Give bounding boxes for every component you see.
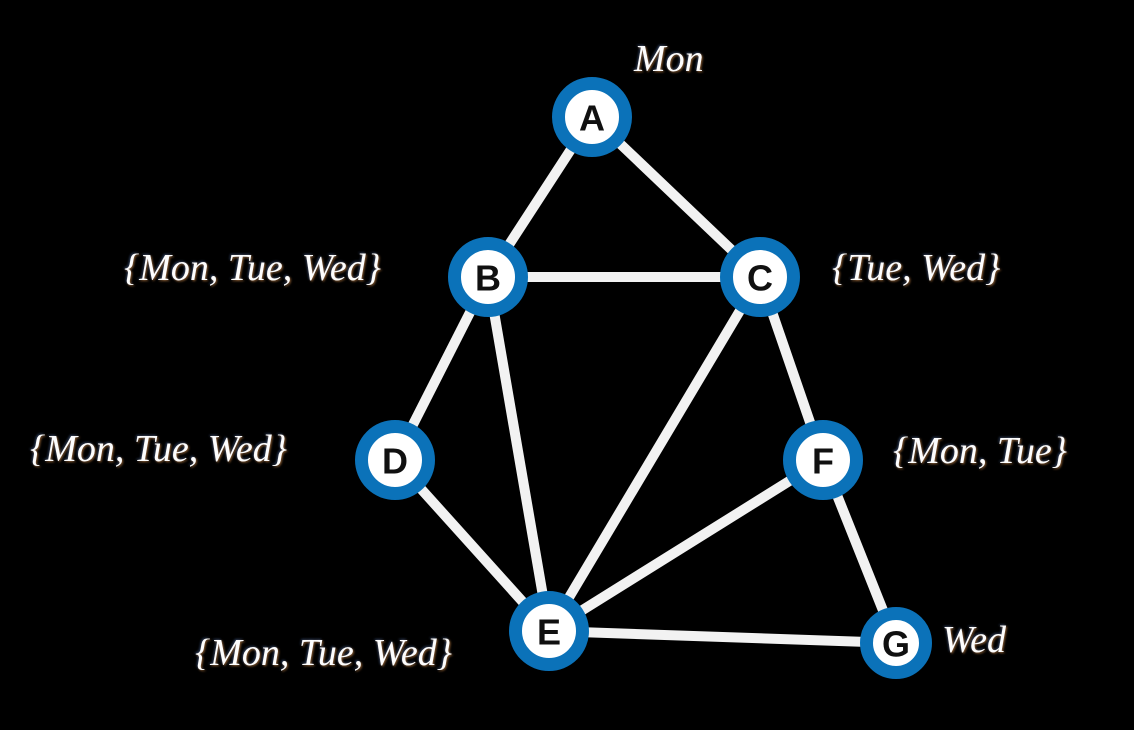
edge-b-e [483, 276, 554, 632]
graph-node-e[interactable]: E [509, 591, 589, 671]
node-circle-e [509, 591, 589, 671]
node-label-d: D [382, 441, 408, 482]
edge-e-g [548, 626, 897, 648]
node-circle-d [355, 420, 435, 500]
graph-node-b[interactable]: B [448, 237, 528, 317]
domain-label-g: Wed [942, 619, 1007, 661]
domain-label-c: {Tue, Wed} [832, 247, 1001, 289]
graph-node-d[interactable]: D [355, 420, 435, 500]
edge-c-e [544, 274, 765, 634]
domain-label-f: {Mon, Tue} [893, 430, 1067, 472]
node-circle-b [448, 237, 528, 317]
node-label-b: B [475, 258, 501, 299]
node-circle-c [720, 237, 800, 317]
domain-label-d: {Mon, Tue, Wed} [30, 428, 287, 470]
node-label-c: C [747, 258, 773, 299]
domain-label-e: {Mon, Tue, Wed} [195, 632, 452, 674]
graph-node-c[interactable]: C [720, 237, 800, 317]
node-circle-a [552, 77, 632, 157]
node-label-e: E [537, 612, 561, 653]
node-label-f: F [812, 441, 834, 482]
graph-node-g[interactable]: G [860, 607, 932, 679]
node-label-g: G [882, 624, 910, 665]
node-circle-f [783, 420, 863, 500]
domain-label-b: {Mon, Tue, Wed} [124, 247, 381, 289]
graph-node-a[interactable]: A [552, 77, 632, 157]
node-circle-g [860, 607, 932, 679]
nodes-layer: A B C D E F G [355, 77, 932, 679]
node-label-a: A [579, 98, 605, 139]
domain-label-a: Mon [634, 38, 704, 80]
graph-node-f[interactable]: F [783, 420, 863, 500]
edges-layer [390, 113, 901, 648]
edge-e-f [546, 455, 826, 636]
